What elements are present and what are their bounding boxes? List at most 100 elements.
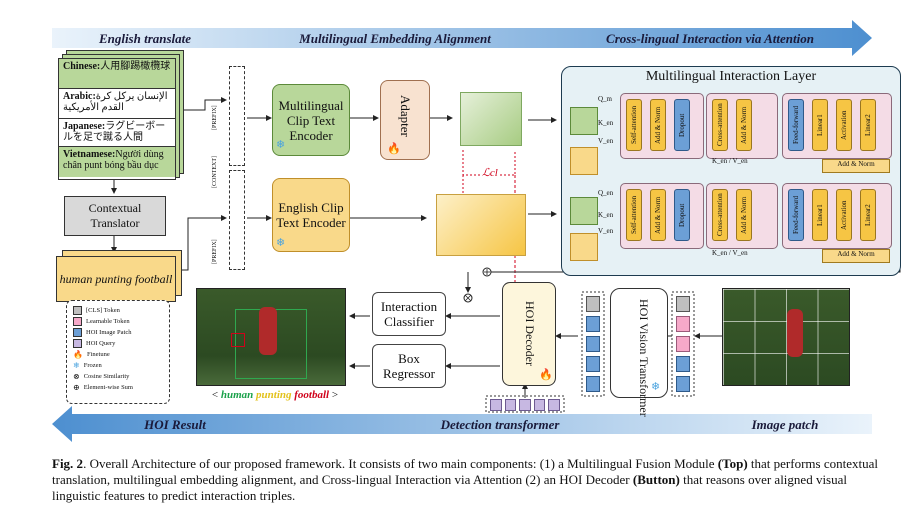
banner-embedding-alignment: Multilingual Embedding Alignment (299, 31, 491, 46)
result-human: human (220, 389, 254, 401)
adapter-box: Adapter 🔥 (380, 80, 430, 160)
hoi-result-label: < human punting football > (200, 389, 350, 401)
finetune-icon: 🔥 (387, 143, 401, 155)
mil-q-label-lower: Q_en (598, 189, 614, 197)
adapter-label: Adapter (398, 95, 413, 137)
legend-item-query: HOI Query (73, 338, 163, 349)
language-name-arabic: Arabic: (63, 91, 96, 102)
banner-cross-lingual: Cross-lingual Interaction via Attention (606, 31, 814, 46)
cls-token (676, 296, 690, 312)
hoi-query-icon (73, 339, 82, 348)
mil-add-norm-upper-2: Add & Norm (736, 99, 752, 151)
box-regressor: Box Regressor (372, 344, 446, 388)
hoi-query-token (533, 399, 546, 411)
language-card-vietnamese: Vietnamese:Người dùng chân punt bóng bầu… (59, 147, 175, 177)
multilingual-embedding-cube (460, 92, 522, 146)
mil-english-input (570, 147, 598, 175)
language-text-vietnamese: Người dùng chân punt bóng bầu dục (63, 149, 164, 171)
caption-text-3: that reasons over aligned visual linguis… (52, 472, 847, 503)
cosine-similarity-icon: ⊗ (73, 372, 80, 381)
hoi-decoder: HOI Decoder 🔥 (502, 282, 556, 386)
interaction-classifier: Interaction Classifier (372, 292, 446, 336)
hoi-vision-transformer: HOI Vision Transformer ❄ (610, 288, 668, 417)
language-card-japanese: Japanese:ラグビーボールを足で蹴る人間 (59, 119, 175, 147)
vision-input-tokens (676, 296, 690, 392)
mil-k-label-lower: K_en (598, 211, 614, 219)
english-embedding-cube (436, 194, 526, 256)
mil-feed-forward-upper: Feed-forward (788, 99, 804, 151)
mil-add-norm-upper-1: Add & Norm (650, 99, 666, 151)
hoi-result-image (196, 288, 346, 386)
hoi-decoder-label: HOI Decoder (523, 301, 537, 366)
result-football: football (294, 389, 330, 401)
legend-label-cosine: Cosine Similarity (83, 373, 130, 380)
image-patch-token (586, 316, 600, 332)
multilingual-clip-text-encoder: Multilingual Clip Text Encoder (272, 84, 350, 156)
caption-button: (Button) (632, 472, 680, 487)
mil-cross-attention-upper: Cross-attention (712, 99, 728, 151)
mil-dropout-lower: Dropout (674, 189, 690, 241)
image-patch-token (586, 356, 600, 372)
player-figure (787, 309, 803, 357)
caption-top: (Top) (717, 456, 748, 471)
frozen-icon: ❄ (276, 139, 286, 151)
mil-kv-label-upper: K_en / V_en (712, 157, 748, 165)
mil-linear2-upper: Linear2 (860, 99, 876, 151)
input-image-patches (722, 288, 850, 386)
mil-dropout-upper: Dropout (674, 99, 690, 151)
language-card-arabic: Arabic:الإنسان يركل كرة القدم الأمريكية (59, 89, 175, 119)
legend-label-cls: [CLS] Token (86, 307, 120, 314)
mil-q-label-upper: Q_m (598, 95, 612, 103)
legend-item-learnable: Learnable Token (73, 316, 163, 327)
mil-add-norm-upper-out: Add & Norm (822, 159, 890, 173)
mil-v-label-upper: V_en (598, 137, 614, 145)
legend-label-sum: Element-wise Sum (83, 384, 133, 391)
player-figure (259, 307, 277, 355)
caption-text-2: that performs contextual translation, mu… (52, 456, 878, 487)
hoi-query-token (519, 399, 531, 411)
result-close-bracket: > (329, 389, 339, 401)
banner-detection-transformer: Detection transformer (440, 417, 560, 432)
mil-self-attention-lower: Self-attention (626, 189, 642, 241)
mil-v-label-lower: V_en (598, 227, 614, 235)
mil-k-label-upper: K_en (598, 119, 614, 127)
multilingual-token-column (229, 66, 245, 166)
language-name-japanese: Japanese: (63, 121, 106, 132)
mil-add-norm-lower-2: Add & Norm (736, 189, 752, 241)
hoi-vision-transformer-label: HOI Vision Transformer (637, 299, 651, 417)
language-card-chinese: Chinese:人用腳踢橄欖球 (59, 59, 175, 89)
bottom-banner-arrow (52, 406, 872, 442)
token-label-bottom: [PREFIX] (212, 239, 218, 264)
image-patch-token (676, 356, 690, 372)
decoder-input-tokens (586, 296, 600, 392)
mil-add-norm-lower-out: Add & Norm (822, 249, 890, 263)
legend-item-cls: [CLS] Token (73, 305, 163, 316)
mil-linear2-lower: Linear2 (860, 189, 876, 241)
english-phrase: human punting football (56, 256, 176, 302)
language-text-chinese: 人用腳踢橄欖球 (100, 61, 171, 72)
legend-label-finetune: Finetune (86, 351, 110, 358)
cls-token-icon (73, 306, 82, 315)
legend-label-patch: HOI Image Patch (86, 329, 132, 336)
legend: [CLS] Token Learnable Token HOI Image Pa… (66, 300, 170, 404)
hoi-query-token (490, 399, 502, 411)
mil-activation-lower: Activation (836, 189, 852, 241)
image-patch-token (676, 376, 690, 392)
figure-caption: Fig. 2. Overall Architecture of our prop… (52, 456, 882, 504)
frozen-icon: ❄ (276, 237, 286, 249)
hoi-query-token (548, 399, 560, 411)
cls-token (586, 296, 600, 312)
banner-image-patch: Image patch (751, 417, 819, 432)
language-name-vietnamese: Vietnamese: (63, 149, 116, 160)
legend-item-finetune: 🔥Finetune (73, 349, 163, 360)
token-label-top: [PREFIX] (212, 105, 218, 130)
image-patch-token (586, 376, 600, 392)
multilingual-interaction-layer: Multilingual Interaction Layer Q_m K_en … (561, 66, 901, 276)
mil-linear1-upper: Linear1 (812, 99, 828, 151)
mil-multilingual-input-lower (570, 197, 598, 225)
result-open-bracket: < (211, 389, 221, 401)
mil-english-input-lower (570, 233, 598, 261)
hoi-query-token (504, 399, 517, 411)
legend-item-sum: ⊕Element-wise Sum (73, 382, 163, 393)
